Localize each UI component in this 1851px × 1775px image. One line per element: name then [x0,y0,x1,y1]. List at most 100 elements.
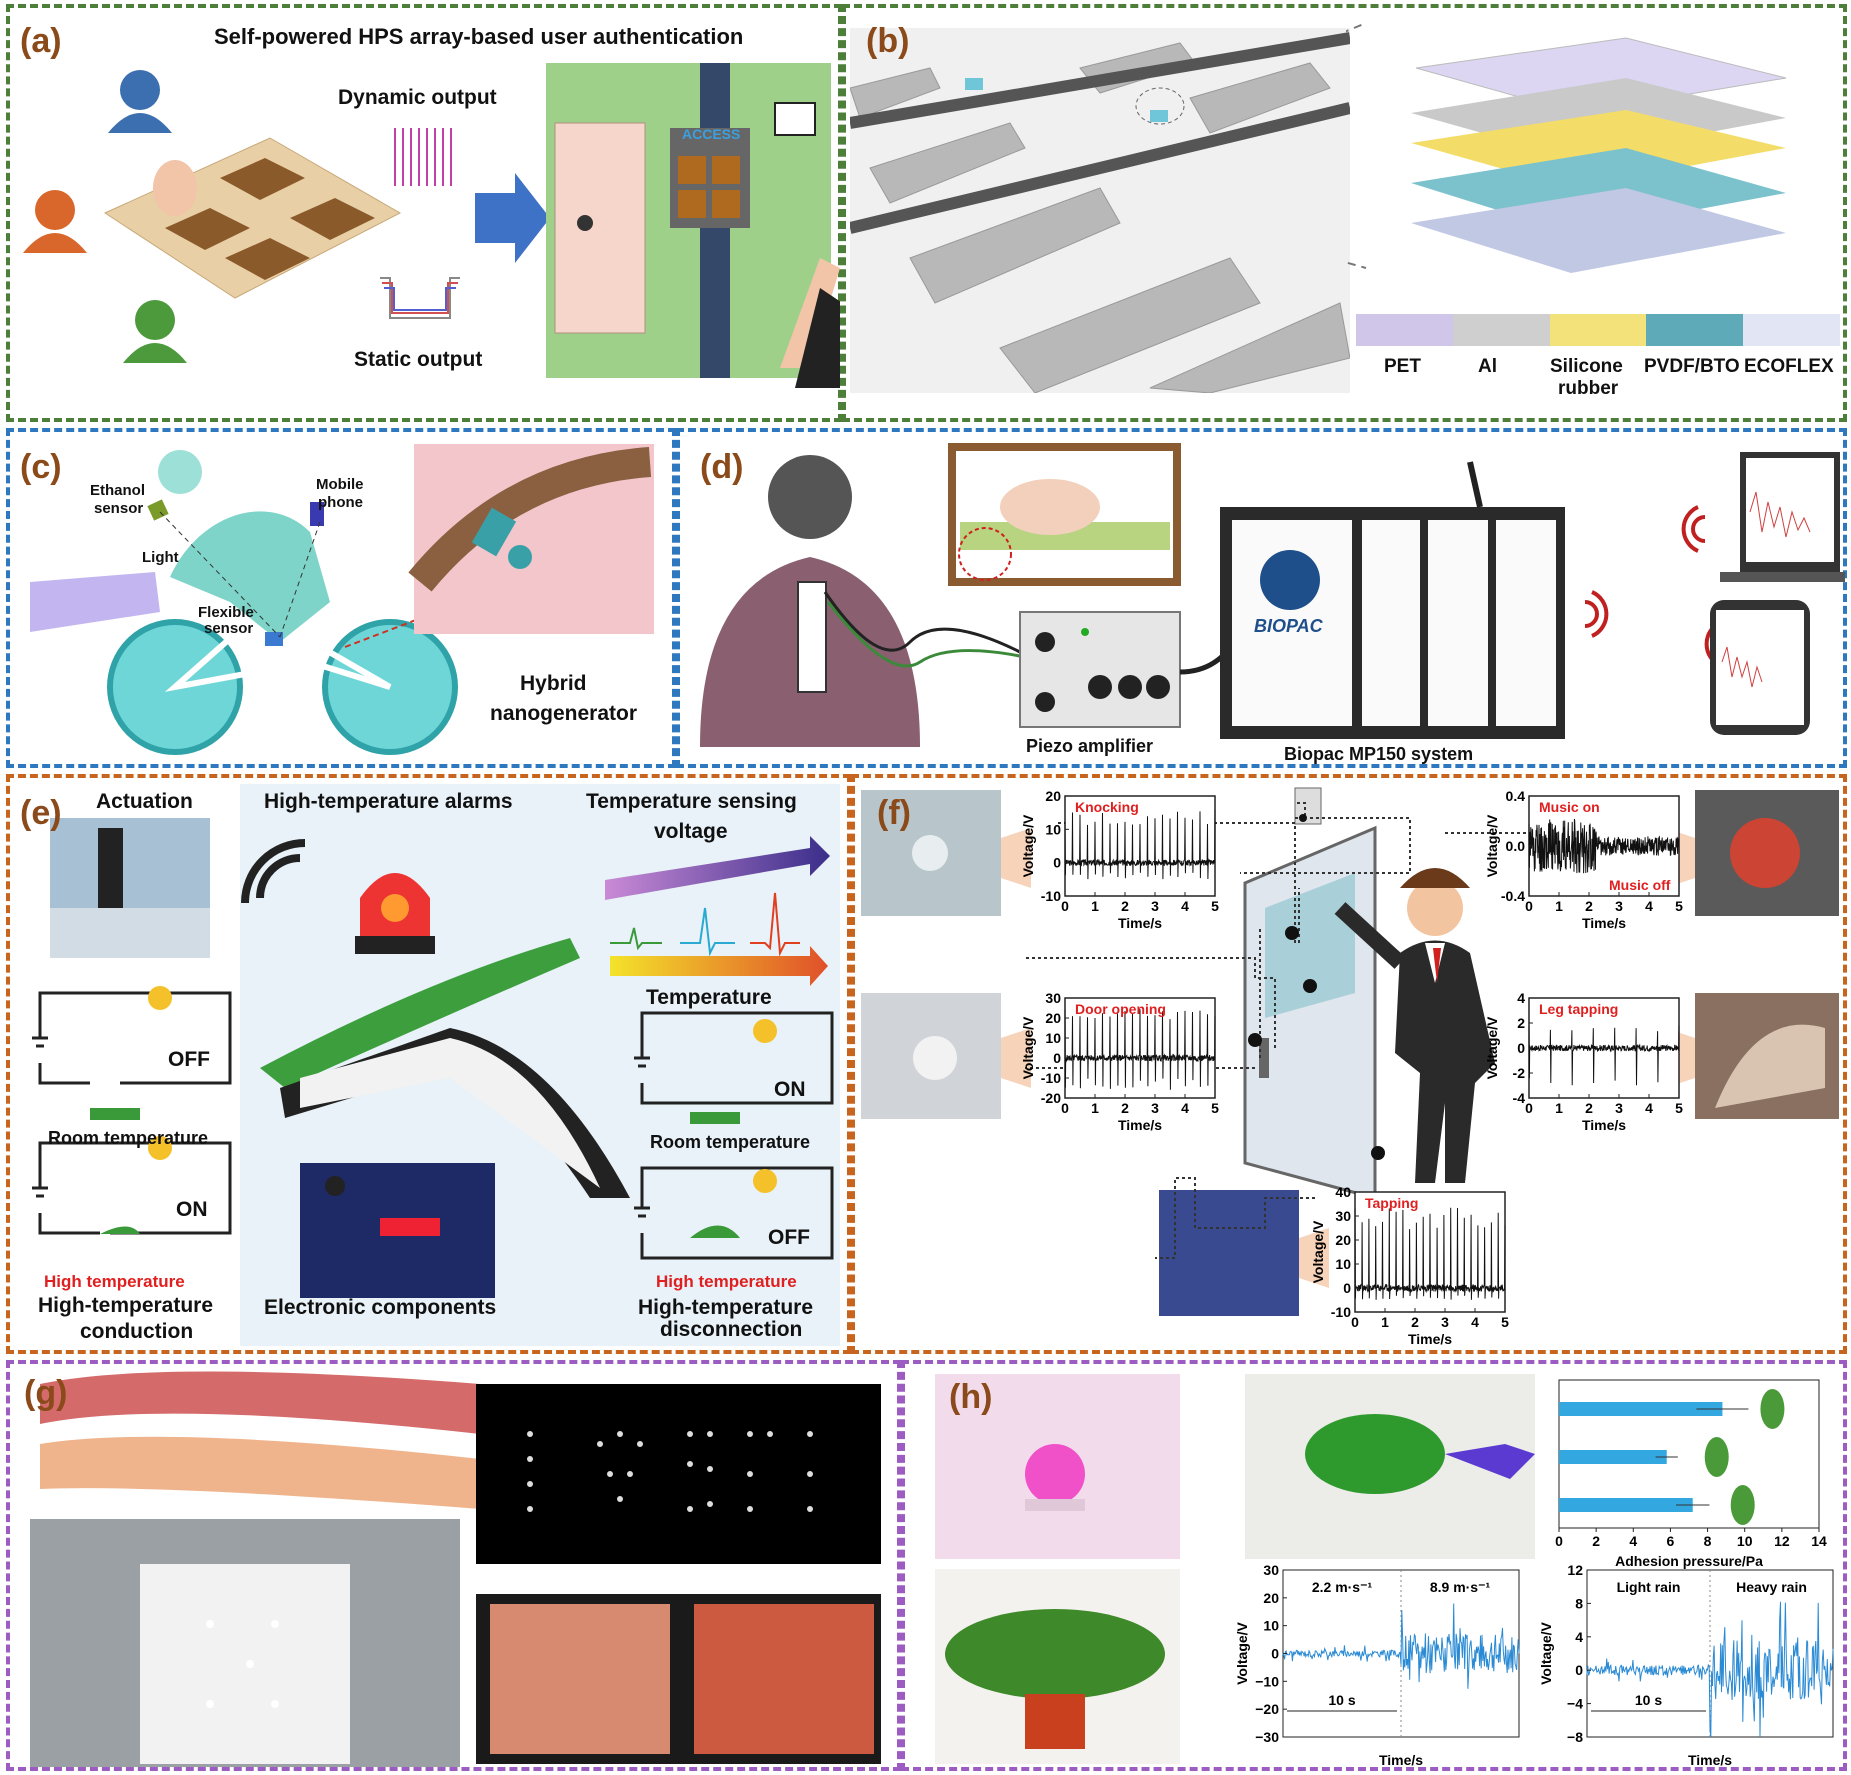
x-axis-label: Time/s [1118,915,1162,930]
sensor-pad [225,238,310,280]
x-tick-label: 5 [1211,1100,1219,1116]
crib [948,443,1181,586]
on-label-2: ON [774,1078,806,1101]
y-tick-label: 8 [1575,1595,1583,1611]
signal-trace [1064,809,1216,880]
adhesion-bar [1559,1498,1693,1512]
y-tick-label: -20 [1041,1090,1061,1106]
static-output-waveform [380,277,460,319]
y-tick-label: -10 [1041,888,1061,904]
arrow-right-icon [475,173,550,263]
electronic-components-label: Electronic components [264,1296,497,1319]
x-tick-label: 1 [1381,1314,1389,1330]
panel-f-scene [861,787,1839,1316]
legend-label-pvdf: PVDF/BTO [1644,356,1740,377]
y-tick-label: 0.0 [1506,838,1526,854]
y-tick-label: 0 [1053,1050,1061,1066]
y-tick-label: −20 [1255,1701,1279,1717]
legend-label-rubber: rubber [1558,378,1619,399]
nanogenerator-label: nanogenerator [490,702,638,725]
y-tick-label: 10 [1045,1030,1061,1046]
panel-b-label: (b) [866,22,910,60]
x-tick-label: 4 [1645,1100,1653,1116]
panel-b: PET Al Silicone rubber PVDF/BTO ECOFLEX … [842,4,1847,422]
x-tick-label: 3 [1151,898,1159,914]
adhesion-bar [1559,1402,1723,1416]
back-sensor [797,581,827,693]
fabric-layer-bottom [40,1436,480,1509]
y-tick-label: 4 [1575,1629,1583,1645]
circuit-right-top [634,1011,834,1105]
disconnection-label-2: disconnection [660,1318,803,1341]
legend-swatch-al [1452,314,1550,346]
x-tick-label: 1 [1091,1100,1099,1116]
sensor-pad [220,158,305,200]
legend-label-pet: PET [1384,356,1421,377]
x-tick-label: 3 [1615,1100,1623,1116]
chart-annotation: Music on [1539,799,1600,815]
user-icon-orange [23,190,87,253]
legend-swatch-ecoflex [1743,314,1840,346]
signal-trace [1586,1601,1834,1738]
finger [153,160,197,216]
layer-stack-illustration [1346,22,1787,273]
region-label: Light rain [1617,1579,1681,1595]
y-tick-label: -10 [1041,1070,1061,1086]
x-tick-label: 1 [1555,898,1563,914]
x-tick-label: 14 [1811,1533,1827,1549]
x-tick-label: 2 [1585,898,1593,914]
fabric-layer-top [40,1371,480,1434]
panel-d: (d) BIOPAC Piezo amplifier Biopac MP150 … [676,428,1847,768]
chart-annotation: Door opening [1075,1001,1166,1017]
legend-swatch-pvdf [1646,314,1744,346]
biopac-logo-text: BIOPAC [1254,616,1323,636]
businessman [1334,868,1495,1183]
x-axis-label: Adhesion pressure/Pa [1615,1553,1763,1569]
x-axis-label: Time/s [1582,915,1626,930]
x-tick-label: 2 [1121,898,1129,914]
sensor-pad [290,198,375,240]
y-tick-label: 30 [1045,992,1061,1006]
door [554,122,646,334]
x-tick-label: 4 [1629,1533,1637,1549]
leaf-icon [1760,1389,1785,1429]
y-tick-label: 30 [1263,1564,1279,1578]
person-head [768,455,852,539]
voltage-label: voltage [654,820,728,843]
ethanol-sensor-icon [147,499,169,521]
y-tick-label: 20 [1045,790,1061,804]
y-tick-label: 12 [1567,1564,1583,1578]
panel-g-label: (g) [24,1374,68,1412]
y-tick-label: 10 [1045,821,1061,837]
panel-e: (e) Actuation High-temperature alarms Te… [6,774,851,1354]
x-tick-label: 5 [1501,1314,1509,1330]
room-temp-label-1: Room temperature [48,1128,209,1148]
circuit-right-bottom [634,1166,834,1260]
chart-annotation: Leg tapping [1539,1001,1618,1017]
actuation-title: Actuation [96,790,193,813]
panel-h-images [935,1374,1535,1764]
y-axis-label: Voltage/V [1485,1016,1500,1079]
voltage-gradient-arrow [605,836,830,900]
high-temp-label-2: High temperature [656,1272,797,1291]
x-axis-label: Time/s [1582,1117,1626,1132]
panel-e-label: (e) [20,794,62,832]
chart-annotation: Music off [1609,877,1671,893]
y-tick-label: 4 [1517,992,1525,1006]
signal-trace [1064,1009,1216,1090]
x-tick-label: 1 [1091,898,1099,914]
y-axis-label: Voltage/V [1235,1621,1250,1684]
x-tick-label: 5 [1675,898,1683,914]
x-tick-label: 3 [1615,898,1623,914]
sensor-pad [165,208,250,250]
x-axis-label: Time/s [1688,1752,1732,1768]
y-tick-label: 20 [1263,1590,1279,1606]
x-tick-label: 2 [1585,1100,1593,1116]
y-tick-label: -4 [1513,1090,1526,1106]
flexible-sensor-icon [265,632,283,646]
legend-label-silicone: Silicone [1550,356,1623,377]
